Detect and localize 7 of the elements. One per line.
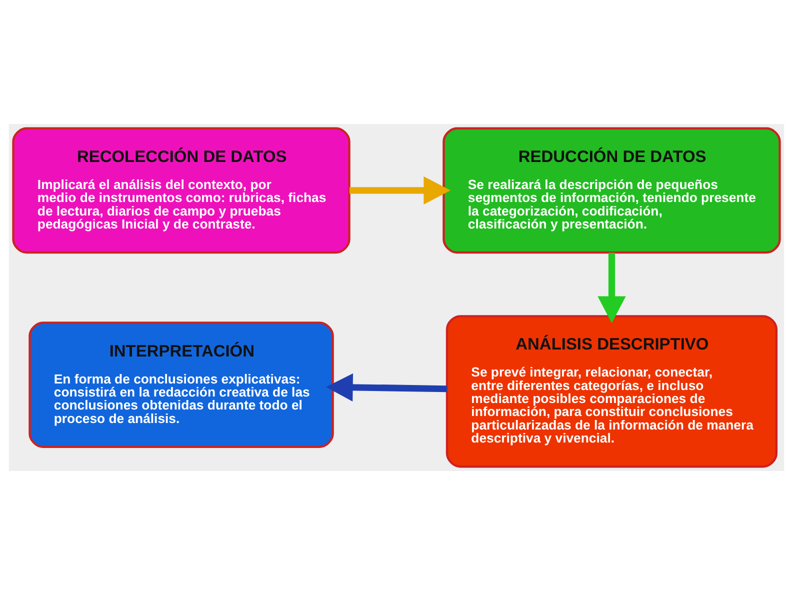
node-box: INTERPRETACIÓN En forma de conclusiones explicativas: consistirá en la redacción creativa de las conclusiones obtenidas durante todo el proceso de análisis.	[28, 321, 334, 448]
node-box: ANÁLISIS DESCRIPTIVO Se prevé integrar, relacionar, conectar, entre diferentes categorías, e incluso mediante posibles comparaciones de información, para constituir conclusiones particularizadas de la información de manera descriptiva y vivencial.	[446, 314, 778, 468]
node-box: RECOLECCIÓN DE DATOS Implicará el análisis del contexto, por medio de instrumentos como: rubricas, fichas de lectura, diarios de campo y pruebas pedagógicas Inicial y de contraste.	[12, 126, 350, 254]
arrow	[326, 372, 448, 402]
node-box: REDUCCIÓN DE DATOS Se realizará la descripción de pequeños segmentos de información, teniendo presente la categorización, codificación, clasificación y presentación.	[442, 126, 781, 254]
arrow	[598, 252, 626, 323]
arrow	[349, 176, 451, 204]
